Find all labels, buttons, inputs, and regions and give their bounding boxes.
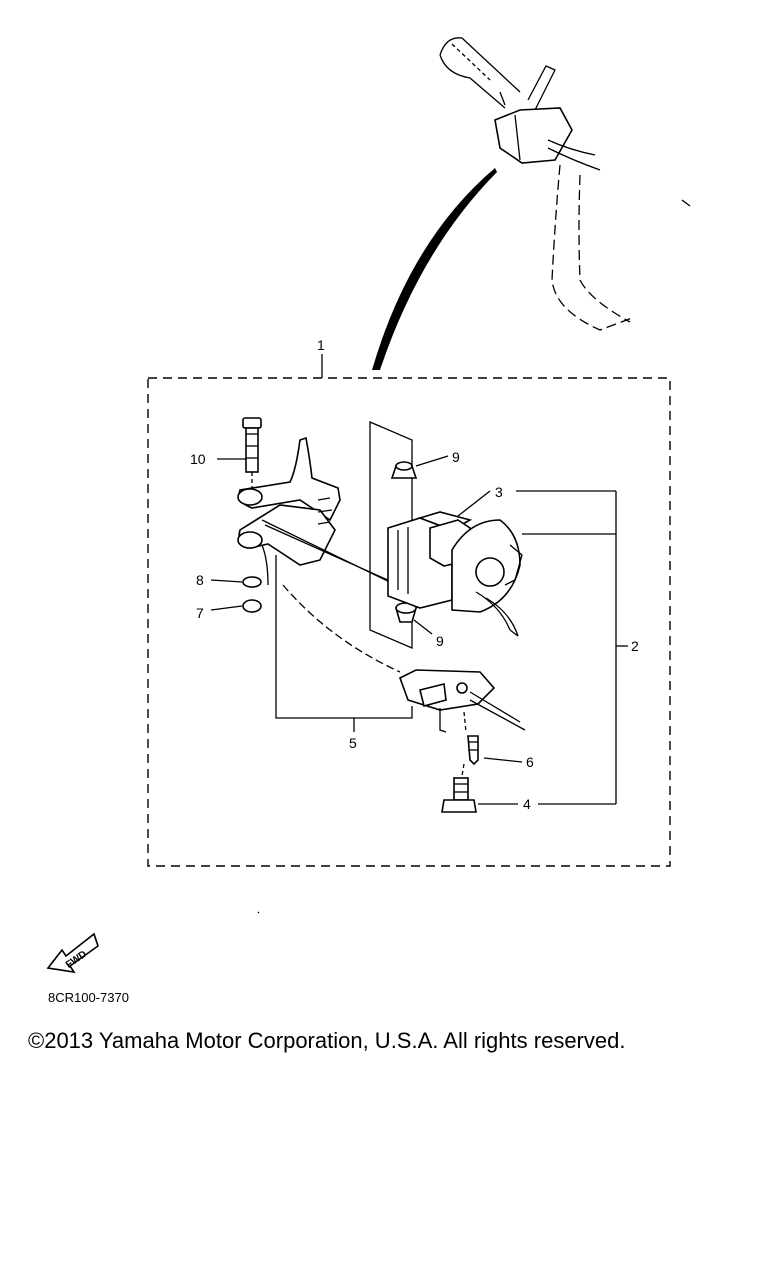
- callout-label-3: 3: [495, 484, 503, 500]
- callout-label-2: 2: [631, 638, 639, 654]
- copyright-notice: ©2013 Yamaha Motor Corporation, U.S.A. A…: [28, 1028, 626, 1053]
- callout-1: 1: [317, 337, 325, 378]
- drawing-code: 8CR100-7370: [48, 990, 129, 1005]
- callout-label-9-top: 9: [452, 449, 460, 465]
- kit-boundary-box: [147, 377, 671, 867]
- callout-label-6: 6: [526, 754, 534, 770]
- cable-clamp: [399, 669, 526, 733]
- fwd-direction-arrow: FWD: [46, 932, 99, 974]
- grommet-part-9-bottom: [394, 602, 418, 623]
- callout-label-5: 5: [349, 735, 357, 751]
- bolt-part-4: [441, 763, 477, 813]
- callout-label-8: 8: [196, 572, 204, 588]
- callout-label-10: 10: [190, 451, 206, 467]
- nut-part-7: [242, 599, 262, 613]
- callout-label-4: 4: [523, 796, 531, 812]
- screw-part-6: [463, 711, 479, 766]
- bolt-part-10: [242, 417, 262, 490]
- handlebar-illustration: [439, 37, 691, 331]
- switch-assembly-part-3: [387, 511, 523, 637]
- mounting-plate: [369, 421, 413, 649]
- grommet-part-9-top: [390, 461, 418, 479]
- callout-label-7: 7: [196, 605, 204, 621]
- kit-leader-line: [372, 168, 497, 370]
- callout-label-1: 1: [317, 337, 325, 353]
- washer-part-8: [242, 576, 262, 588]
- callout-label-9-bottom: 9: [436, 633, 444, 649]
